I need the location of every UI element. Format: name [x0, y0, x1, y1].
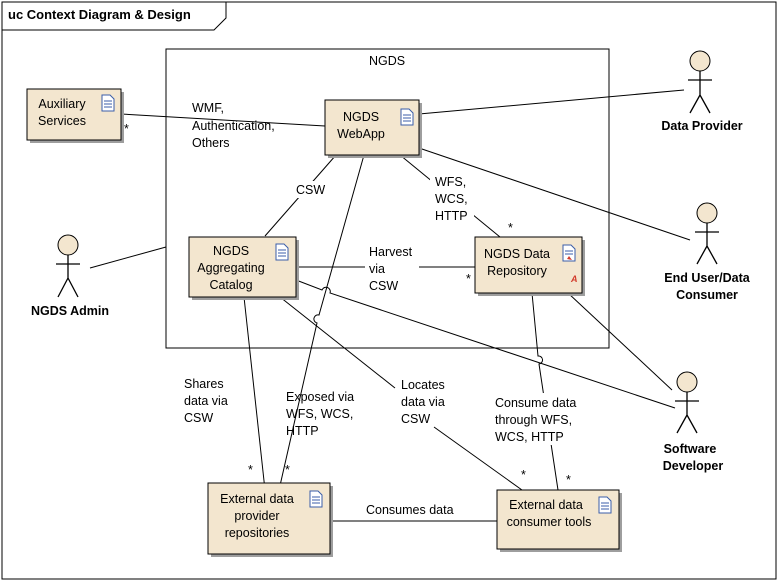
edge-label-wfs-line-2: WCS,: [435, 192, 468, 206]
auxiliary-services-label-line-2: Services: [38, 114, 86, 128]
edge-label-exposed-line-1: Exposed via: [286, 390, 354, 404]
edge-label-consumes: Consumes data: [366, 503, 454, 517]
multiplicity-markers: * * * * * * *: [124, 122, 571, 487]
consumer-tools-label-line-1: External data: [509, 498, 583, 512]
end-user-label-line-1: End User/Data: [664, 271, 750, 285]
edge-label-shares-line-1: Shares: [184, 377, 224, 391]
document-icon: [309, 490, 323, 508]
software-developer-actor[interactable]: Software Developer: [663, 371, 724, 473]
software-developer-label-line-1: Software: [664, 442, 717, 456]
ngds-system-boundary: NGDS: [165, 48, 610, 349]
edge-label-exposed-line-2: WFS, WCS,: [286, 407, 353, 421]
edge-label-wmf-line-3: Others: [192, 136, 230, 150]
system-boundary-label: NGDS: [369, 54, 405, 68]
edge-label-wmf-line-2: Authentication,: [192, 119, 275, 133]
webapp-component[interactable]: NGDS WebApp: [324, 99, 422, 158]
multiplicity-consumertools-catalog: *: [521, 468, 526, 482]
edge-label-wfs: WFS, WCS, HTTP: [430, 172, 474, 224]
external-providers-label-line-1: External data: [220, 492, 294, 506]
edge-webapp-providers: [278, 154, 365, 491]
edge-label-harvest-line-1: Harvest: [369, 245, 413, 259]
edge-label-wmf: WMF, Authentication, Others: [192, 101, 275, 150]
edge-label-shares-line-2: data via: [184, 394, 228, 408]
external-providers-component[interactable]: External data provider repositories: [207, 482, 333, 557]
catalog-label-line-1: NGDS: [213, 244, 249, 258]
end-user-actor[interactable]: End User/Data Consumer: [664, 202, 751, 302]
edge-label-shares: Shares data via CSW: [184, 377, 228, 425]
edge-label-locates-line-2: data via: [401, 395, 445, 409]
consumer-tools-label-line-2: consumer tools: [507, 515, 592, 529]
auxiliary-services-component[interactable]: Auxiliary Services: [26, 88, 124, 143]
edge-label-harvest-line-3: CSW: [369, 279, 398, 293]
edge-label-wfs-line-3: HTTP: [435, 209, 468, 223]
webapp-label-line-1: NGDS: [343, 110, 379, 124]
document-icon: [598, 496, 612, 514]
edge-label-wfs-line-1: WFS,: [435, 175, 466, 189]
webapp-label-line-2: WebApp: [337, 127, 385, 141]
multiplicity-auxiliary: *: [124, 122, 129, 136]
frame-title: uc Context Diagram & Design: [8, 7, 191, 22]
document-icon: [400, 108, 414, 126]
multiplicity-consumertools-repository: *: [566, 473, 571, 487]
edge-auxiliary-webapp: [120, 113, 326, 127]
repository-label-line-2: Repository: [487, 264, 547, 278]
edge-label-consume-through-line-3: WCS, HTTP: [495, 430, 564, 444]
ngds-admin-label: NGDS Admin: [31, 304, 109, 318]
auxiliary-services-label-line-1: Auxiliary: [38, 97, 86, 111]
external-providers-label-line-2: provider: [234, 509, 279, 523]
edge-repository-developer: [567, 292, 673, 391]
software-developer-label-line-2: Developer: [663, 459, 724, 473]
edge-label-harvest-line-2: via: [369, 262, 385, 276]
edge-catalog-consumertools-2: [433, 426, 523, 491]
edge-label-consume-through-line-1: Consume data: [495, 396, 576, 410]
edge-label-harvest: Harvest via CSW: [365, 242, 419, 293]
document-icon: [101, 94, 115, 112]
edge-label-consume-through: Consume data through WFS, WCS, HTTP: [492, 393, 580, 445]
edge-label-consume-through-line-2: through WFS,: [495, 413, 572, 427]
multiplicity-repository-harvest: *: [466, 272, 471, 286]
edge-repository-consumertools: [531, 292, 559, 491]
consumer-tools-component[interactable]: External data consumer tools: [496, 489, 622, 552]
edge-label-locates-line-1: Locates: [401, 378, 445, 392]
edge-admin-catalog: [89, 246, 167, 269]
catalog-component[interactable]: NGDS Aggregating Catalog: [188, 236, 299, 300]
edge-label-shares-line-3: CSW: [184, 411, 213, 425]
ngds-admin-actor[interactable]: NGDS Admin: [31, 234, 109, 318]
multiplicity-providers-catalog: *: [248, 463, 253, 477]
edge-label-locates-line-3: CSW: [401, 412, 430, 426]
svg-text:A: A: [570, 274, 578, 284]
edge-label-locates: Locates data via CSW: [401, 378, 445, 426]
edge-catalog-developer: [295, 279, 676, 409]
repository-component[interactable]: NGDS Data Repository A: [474, 236, 585, 296]
edge-label-csw: CSW: [293, 181, 331, 198]
edge-catalog-consumertools: [279, 296, 396, 389]
document-red-marker-icon: A: [562, 244, 578, 284]
catalog-label-line-2: Aggregating: [197, 261, 264, 275]
edge-label-consumes-line-1: Consumes data: [366, 503, 454, 517]
repository-label-line-1: NGDS Data: [484, 247, 550, 261]
catalog-label-line-3: Catalog: [209, 278, 252, 292]
edge-webapp-enduser: [418, 147, 691, 241]
edge-label-exposed-line-3: HTTP: [286, 424, 319, 438]
data-provider-actor[interactable]: Data Provider: [661, 50, 743, 133]
edge-label-exposed: Exposed via WFS, WCS, HTTP: [286, 390, 354, 438]
edge-label-wmf-line-1: WMF,: [192, 101, 224, 115]
edge-catalog-providers: [243, 296, 266, 491]
connectors: [89, 89, 691, 522]
external-providers-label-line-3: repositories: [225, 526, 290, 540]
document-icon: [275, 243, 289, 261]
data-provider-label: Data Provider: [661, 119, 742, 133]
edge-webapp-dataprovider: [418, 89, 685, 115]
end-user-label-line-2: Consumer: [676, 288, 738, 302]
multiplicity-repository-wfs: *: [508, 221, 513, 235]
edge-label-csw-line-1: CSW: [296, 183, 325, 197]
multiplicity-providers-webapp: *: [285, 463, 290, 477]
